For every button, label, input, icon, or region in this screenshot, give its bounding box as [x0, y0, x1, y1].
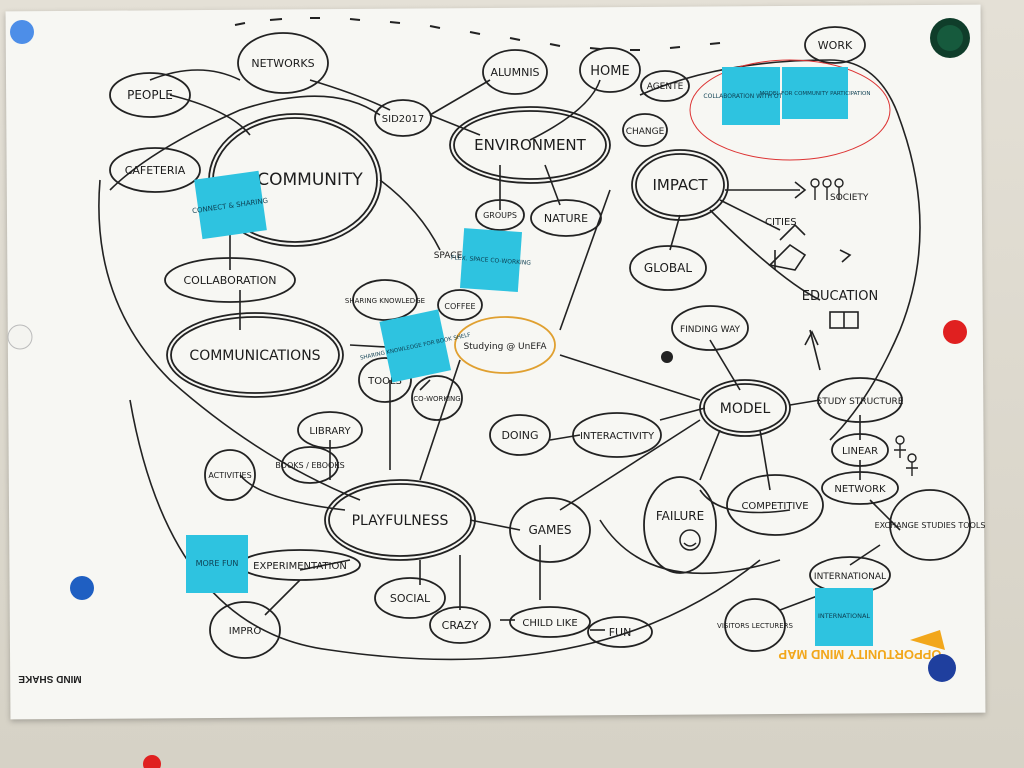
magnet-white: [7, 324, 33, 350]
label-library: LIBRARY: [309, 426, 351, 437]
label-tools: TOOLS: [367, 376, 402, 387]
smiley-icon: [679, 529, 701, 551]
book-doodle: [829, 311, 859, 329]
label-communications: COMMUNICATIONS: [189, 348, 320, 364]
magnet-red: [943, 320, 967, 344]
node-outlines: [109, 26, 971, 659]
label-collaboration: COLLABORATION: [183, 274, 276, 287]
label-alumnis: ALUMNIS: [490, 66, 539, 79]
label-studying: Studying @ UnEFA: [463, 342, 547, 352]
sticky-note: CONNECT & SHARING: [192, 170, 269, 240]
sticky-note-text: COLLABORATION WITH OTHERS: [703, 93, 798, 100]
label-impro: IMPRO: [229, 626, 262, 637]
magnet-blue: [10, 20, 34, 44]
label-network: NETWORK: [834, 484, 886, 495]
node-labels: PEOPLE NETWORKS SID2017 ALUMNIS HOME AGE…: [125, 39, 986, 639]
label-co-working: CO-WORKING: [413, 395, 460, 403]
top-dashes: [234, 17, 721, 51]
label-games: GAMES: [528, 523, 571, 537]
magnets: [7, 18, 970, 768]
label-books: BOOKS / EBOOKS: [275, 461, 344, 470]
label-networks: NETWORKS: [251, 57, 314, 70]
label-study-structure: STUDY STRUCTURE: [817, 397, 904, 407]
magnet-green-face: [937, 25, 963, 51]
sticky-note: FLEX. SPACE CO-WORKING: [451, 228, 532, 293]
label-environment: ENVIRONMENT: [474, 136, 586, 154]
label-social: SOCIAL: [390, 592, 431, 605]
label-agente: AGENTE: [647, 82, 684, 92]
label-fun: FUN: [609, 626, 632, 639]
label-change: CHANGE: [626, 127, 665, 137]
label-space: SPACE: [434, 251, 463, 261]
label-education: EDUCATION: [802, 289, 878, 304]
label-global: GLOBAL: [644, 261, 692, 275]
label-activities: ACTIVITIES: [208, 471, 251, 480]
label-community: COMMUNITY: [257, 170, 363, 190]
sticky-note-text: MODEL FOR COMMUNITY PARTICIPATION: [760, 91, 871, 97]
magnet-blue: [928, 654, 956, 682]
label-competitive: COMPETITIVE: [741, 501, 808, 512]
sticky-note-text: MORE FUN: [196, 559, 239, 568]
opportunity-title: OPPORTUNITY MIND MAP: [778, 647, 941, 662]
label-playfulness: PLAYFULNESS: [352, 513, 449, 529]
sticky-note: MORE FUN: [186, 535, 248, 593]
label-exchange: EXCHANGE STUDIES TOOLS: [875, 521, 986, 530]
label-society: SOCIETY: [830, 193, 869, 203]
label-failure: FAILURE: [656, 509, 704, 523]
label-child-like: CHILD LIKE: [522, 618, 577, 629]
sticky-note: COLLABORATION WITH OTHERS: [703, 67, 799, 125]
logo-shape: [910, 630, 945, 650]
label-sharing-knowledge: SHARING KNOWLEDGE: [345, 297, 425, 305]
cities-doodle: [768, 223, 807, 271]
magnet-blue: [70, 576, 94, 600]
label-model: MODEL: [720, 401, 771, 417]
label-sid2017: SID2017: [382, 114, 424, 125]
label-international: INTERNATIONAL: [814, 572, 886, 582]
label-cafeteria: CAFETERIA: [125, 164, 186, 177]
sticky-notes: CONNECT & SHARING COLLABORATION WITH OTH…: [186, 67, 873, 646]
label-people: PEOPLE: [127, 88, 173, 102]
label-doing: DOING: [501, 429, 538, 442]
society-doodle: [810, 178, 844, 200]
sticky-note-text: INTERNATIONAL: [818, 612, 870, 620]
label-nature: NATURE: [544, 212, 588, 225]
ink-dot: [661, 351, 673, 363]
label-home: HOME: [590, 64, 629, 79]
label-interactivity: INTERACTIVITY: [580, 431, 655, 442]
sticky-note: INTERNATIONAL: [815, 588, 873, 646]
label-visitors: VISITORS LECTURERS: [717, 622, 793, 630]
opportunity-logo: OPPORTUNITY MIND MAP: [778, 647, 941, 662]
label-finding-way: FINDING WAY: [680, 325, 741, 335]
mindshake-logo: MIND SHAKE: [18, 673, 82, 684]
label-cities: CITIES: [765, 217, 797, 228]
sticky-note: MODEL FOR COMMUNITY PARTICIPATION: [760, 67, 871, 119]
highlight-ring: [689, 59, 891, 161]
label-coffee: COFFEE: [444, 302, 475, 311]
label-groups: GROUPS: [483, 211, 517, 220]
magnet-red: [143, 755, 161, 768]
people-figures: [894, 435, 918, 476]
label-crazy: CRAZY: [442, 619, 479, 632]
arrowheads: [794, 181, 852, 346]
label-linear: LINEAR: [842, 446, 878, 457]
label-experimentation: EXPERIMENTATION: [253, 561, 347, 572]
mindshake-logo-text: MIND SHAKE: [18, 673, 82, 684]
label-work: WORK: [818, 39, 853, 52]
label-impact: IMPACT: [652, 176, 708, 194]
